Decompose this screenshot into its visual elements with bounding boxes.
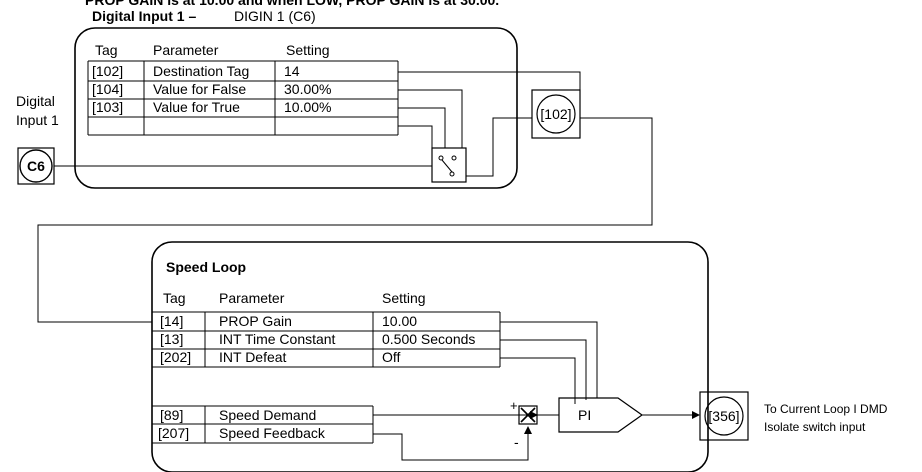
- di-col-parameter: Parameter: [153, 42, 219, 58]
- speed-loop-title: Speed Loop: [166, 259, 246, 275]
- sl-row-param: PROP Gain: [219, 313, 292, 329]
- summing-minus: -: [514, 434, 519, 450]
- di-row-param: Value for False: [153, 81, 246, 97]
- di-row-2: [104] Value for False 30.00%: [92, 81, 331, 97]
- speed-feedback-arrow: [524, 426, 532, 434]
- di-row-1: [102] Destination Tag 14: [92, 63, 300, 79]
- sl-row-value: Off: [382, 349, 401, 365]
- output-356-label: [356]: [708, 408, 739, 424]
- speed-feedback-wire: [373, 433, 529, 461]
- summing-x-line2: [520, 407, 536, 423]
- summing-plus: +: [510, 398, 518, 413]
- output-note-line1: To Current Loop I DMD: [764, 402, 888, 416]
- sl-row-param: INT Defeat: [219, 349, 287, 365]
- false-value-wire: [398, 89, 463, 148]
- sl-input-grid: [152, 405, 374, 444]
- di-table-grid: [87, 60, 399, 136]
- route-to-prop-gain: [37, 117, 653, 323]
- pi-output-arrow: [692, 411, 700, 419]
- dest-tag-wire: [398, 71, 581, 90]
- dest-102-circle: [536, 94, 576, 134]
- select-switch-icon: [438, 155, 457, 177]
- sl-col-tag: Tag: [163, 290, 186, 306]
- digital-input-label-line2: Input 1: [16, 112, 59, 128]
- prop-gain-wire: [500, 321, 598, 398]
- sl-row-1: [14] PROP Gain 10.00: [160, 313, 417, 329]
- sl-row-value: 10.00: [382, 313, 417, 329]
- di-row-param: Value for True: [153, 99, 240, 115]
- sl-row-value: 0.500 Seconds: [382, 331, 475, 347]
- di-col-setting: Setting: [286, 42, 330, 58]
- digital-input-title-bold: Digital Input 1 –: [92, 8, 196, 24]
- pi-block: [558, 397, 644, 433]
- int-defeat-wire: [500, 357, 576, 404]
- dest-102-box: [531, 89, 581, 139]
- sl-col-parameter: Parameter: [219, 290, 285, 306]
- sl-col-setting: Setting: [382, 290, 426, 306]
- pi-label: PI: [578, 407, 591, 423]
- output-356-box: [699, 391, 749, 441]
- digital-input-title-rest: DIGIN 1 (C6): [234, 8, 316, 24]
- header-top-line: PROP GAIN is at 10.00 and when LOW, PROP…: [85, 0, 499, 8]
- di-row-value: 14: [284, 63, 300, 79]
- sl-row-tag: [14]: [160, 313, 183, 329]
- speed-demand-arrow: [530, 411, 538, 419]
- di-row-tag: [104]: [92, 81, 123, 97]
- sl-row-tag: [13]: [160, 331, 183, 347]
- digital-input-block: [74, 27, 518, 189]
- output-note-line2: Isolate switch input: [764, 420, 866, 434]
- sl-input-param: Speed Feedback: [219, 425, 326, 441]
- di-row-3: [103] Value for True 10.00%: [92, 99, 331, 115]
- sl-row-param: INT Time Constant: [219, 331, 336, 347]
- di-row-value: 30.00%: [284, 81, 331, 97]
- speed-loop-block: [151, 241, 709, 472]
- sl-row-tag: [202]: [160, 349, 191, 365]
- true-value-wire-2: [398, 125, 433, 148]
- sl-input-tag: [207]: [158, 425, 189, 441]
- sl-row-2: [13] INT Time Constant 0.500 Seconds: [160, 331, 475, 347]
- sl-row-3: [202] INT Defeat Off: [160, 349, 401, 365]
- sl-input-tag: [89]: [160, 407, 183, 423]
- output-356-circle: [704, 396, 744, 436]
- di-col-tag: Tag: [95, 42, 118, 58]
- true-value-wire: [398, 107, 446, 148]
- select-switch-box: [431, 147, 467, 183]
- di-row-value: 10.00%: [284, 99, 331, 115]
- sl-input-row-2: [207] Speed Feedback: [158, 425, 326, 441]
- terminal-c6-label: C6: [27, 158, 45, 174]
- di-row-param: Destination Tag: [153, 63, 249, 79]
- sl-input-row-1: [89] Speed Demand: [160, 407, 316, 423]
- di-row-tag: [102]: [92, 63, 123, 79]
- switch-output-wire: [466, 117, 532, 177]
- sl-input-param: Speed Demand: [219, 407, 316, 423]
- terminal-c6-circle: [19, 149, 53, 183]
- digital-input-label-line1: Digital: [16, 93, 55, 109]
- di-row-tag: [103]: [92, 99, 123, 115]
- int-time-wire: [500, 339, 587, 400]
- dest-102-label: [102]: [540, 106, 571, 122]
